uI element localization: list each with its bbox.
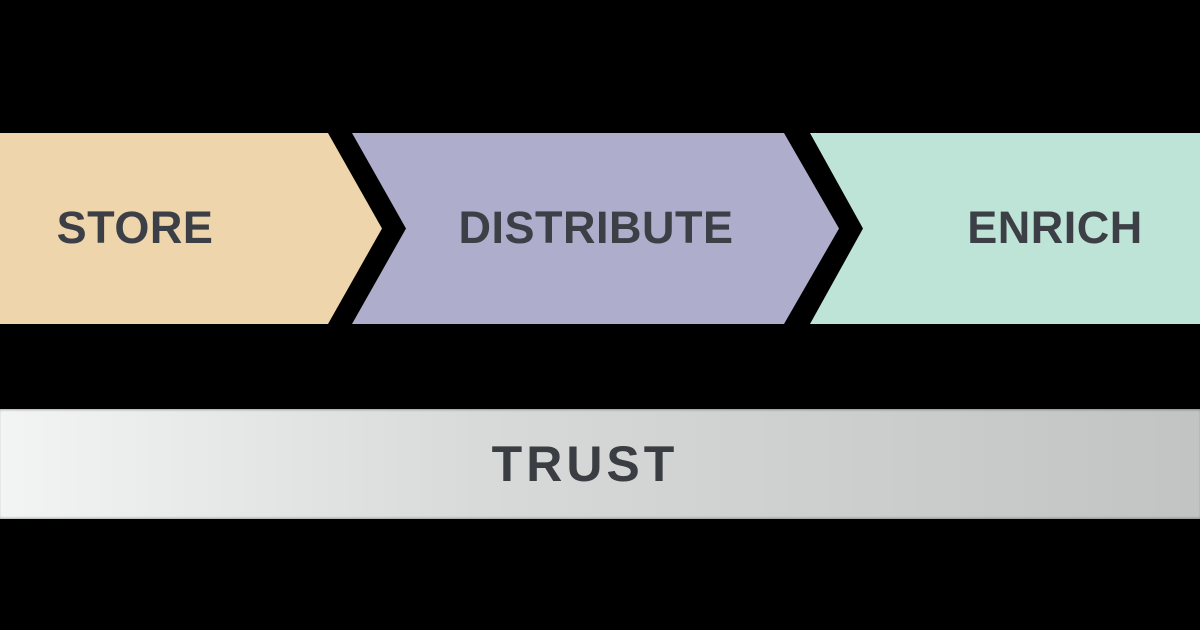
trust-foundation-bar: TRUST	[0, 409, 1200, 519]
stage-chevron-store: STORE	[0, 133, 382, 324]
stage-chevron-distribute: DISTRIBUTE	[352, 133, 839, 324]
stage-label-store: STORE	[56, 202, 214, 253]
trust-label: TRUST	[491, 436, 679, 492]
stage-chevron-enrich: ENRICH	[810, 133, 1200, 324]
stage-label-enrich: ENRICH	[967, 202, 1143, 253]
stage-label-distribute: DISTRIBUTE	[458, 202, 734, 253]
